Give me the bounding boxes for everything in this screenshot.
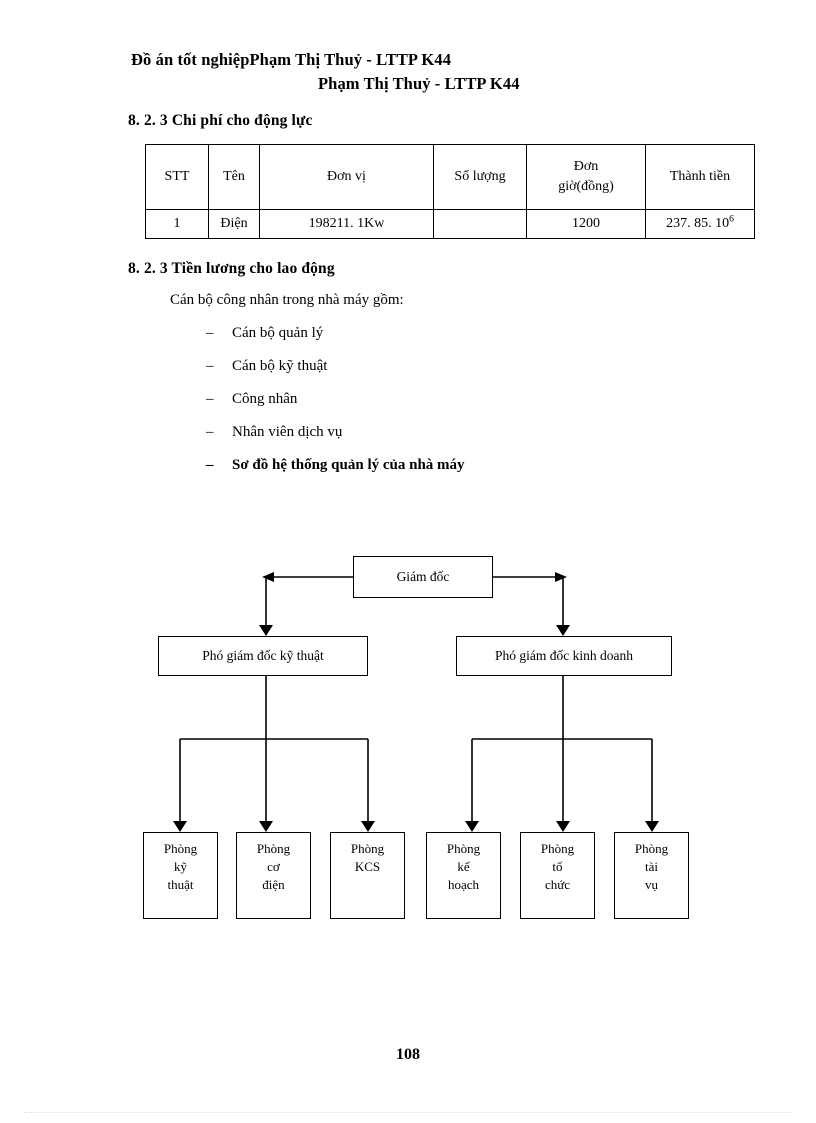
dash-marker: – (206, 325, 214, 341)
org-node-department-5: Phòng tổ chức (520, 832, 595, 919)
list-item: – Cán bộ kỹ thuật (206, 358, 327, 375)
department-2-line-2: cơ (267, 858, 280, 874)
department-1-line-1: Phòng (163, 841, 198, 856)
org-node-department-3: Phòng KCS (330, 832, 405, 919)
department-1-text: Phòng kỹ thuật (164, 840, 197, 894)
org-node-department-1: Phòng kỹ thuật (143, 832, 218, 919)
cell-don-vi: 198211. 1Kw (259, 209, 434, 239)
arrowheads (173, 572, 659, 832)
list-item-label: Cán bộ quản lý (232, 325, 324, 341)
department-1-line-2: kỹ (173, 858, 187, 874)
org-node-director: Giám đốc (353, 556, 493, 598)
list-item-label: Cán bộ kỹ thuật (232, 358, 328, 374)
department-3-line-2: KCS (354, 858, 381, 874)
arrowhead-dept-6 (645, 821, 659, 832)
department-4-line-1: Phòng (446, 841, 481, 856)
arrowhead-vp-business (556, 625, 570, 636)
column-header-don-gia-line2: giờ(đồng) (558, 179, 614, 194)
list-item: – Sơ đồ hệ thống quản lý của nhà máy (206, 457, 465, 474)
column-header-don-gia-line1: Đơn (573, 158, 599, 174)
department-6-line-3: vụ (644, 876, 658, 892)
running-header-line-1: Đồ án tốt nghiệpPhạm Thị Thuỷ - LTTP K44 (131, 50, 452, 69)
table-row: 1 Điện 198211. 1Kw 1200 237. 85. 106 (145, 209, 755, 239)
dash-marker: – (206, 457, 214, 473)
dash-marker: – (206, 358, 214, 374)
column-header-so-luong: Số lượng (433, 144, 527, 210)
column-header-ten: Tên (208, 144, 260, 210)
arrowhead-vp-technical (259, 625, 273, 636)
org-node-department-4: Phòng kế hoạch (426, 832, 501, 919)
department-6-line-1: Phòng (634, 841, 669, 856)
department-5-line-2: tổ (552, 858, 563, 874)
org-node-vp-technical: Phó giám đốc kỹ thuật (158, 636, 368, 676)
arrowhead-left-director (262, 572, 274, 582)
department-4-text: Phòng kế hoạch (447, 840, 480, 894)
column-header-stt: STT (145, 144, 209, 210)
column-header-don-vi: Đơn vị (259, 144, 434, 210)
list-item: – Nhân viên dịch vụ (206, 424, 342, 441)
department-2-line-1: Phòng (256, 841, 291, 856)
cell-stt: 1 (145, 209, 209, 239)
arrowhead-dept-4 (465, 821, 479, 832)
list-item-label: Nhân viên dịch vụ (232, 424, 343, 440)
department-6-line-2: tài (644, 858, 658, 874)
table-body: 1 Điện 198211. 1Kw 1200 237. 85. 106 (145, 209, 755, 239)
org-node-vp-business: Phó giám đốc kinh doanh (456, 636, 672, 676)
list-item: – Công nhân (206, 391, 297, 408)
column-header-thanh-tien: Thành tiền (645, 144, 755, 210)
table-header-row: STT Tên Đơn vị Số lượng Đơn giờ(đồng) Th… (145, 144, 755, 210)
arrowhead-dept-5 (556, 821, 570, 832)
arrowhead-right-director (555, 572, 567, 582)
running-header-line-2: Phạm Thị Thuỷ - LTTP K44 (318, 74, 520, 93)
section-heading-power-cost: 8. 2. 3 Chi phí cho động lực (128, 112, 313, 129)
arrowhead-dept-3 (361, 821, 375, 832)
department-2-text: Phòng cơ điện (257, 840, 290, 894)
cell-thanh-tien-base: 237. 85. 10 (666, 215, 730, 231)
list-item-label: Công nhân (232, 391, 298, 407)
section-heading-wages: 8. 2. 3 Tiền lương cho lao động (128, 260, 335, 277)
cell-so-luong (433, 209, 527, 239)
department-5-line-1: Phòng (540, 841, 575, 856)
table-header: STT Tên Đơn vị Số lượng Đơn giờ(đồng) Th… (145, 144, 755, 210)
arrowhead-dept-1 (173, 821, 187, 832)
department-2-line-3: điện (262, 876, 285, 892)
department-5-line-3: chức (544, 876, 571, 892)
list-item-label: Sơ đồ hệ thống quản lý của nhà máy (232, 457, 465, 473)
department-6-text: Phòng tài vụ (635, 840, 668, 894)
cell-thanh-tien: 237. 85. 106 (645, 209, 755, 239)
cell-don-gia: 1200 (526, 209, 646, 239)
department-4-line-2: kế (457, 858, 470, 874)
page-number: 108 (396, 1046, 420, 1063)
list-item: – Cán bộ quản lý (206, 325, 323, 342)
scan-edge-artifact (24, 1112, 792, 1114)
dash-marker: – (206, 424, 214, 440)
org-node-department-2: Phòng cơ điện (236, 832, 311, 919)
department-3-line-1: Phòng (350, 841, 385, 856)
cell-ten: Điện (208, 209, 260, 239)
arrowhead-dept-2 (259, 821, 273, 832)
org-node-department-6: Phòng tài vụ (614, 832, 689, 919)
intro-paragraph: Cán bộ công nhân trong nhà máy gồm: (170, 292, 404, 308)
department-4-line-3: hoạch (447, 876, 480, 892)
department-3-text: Phòng KCS (351, 840, 384, 876)
department-1-line-3: thuật (167, 876, 194, 892)
dash-marker: – (206, 391, 214, 407)
column-header-don-gia: Đơn giờ(đồng) (526, 144, 646, 210)
department-5-text: Phòng tổ chức (541, 840, 574, 894)
cell-thanh-tien-exponent: 6 (729, 214, 734, 225)
power-cost-table: STT Tên Đơn vị Số lượng Đơn giờ(đồng) Th… (145, 144, 755, 239)
